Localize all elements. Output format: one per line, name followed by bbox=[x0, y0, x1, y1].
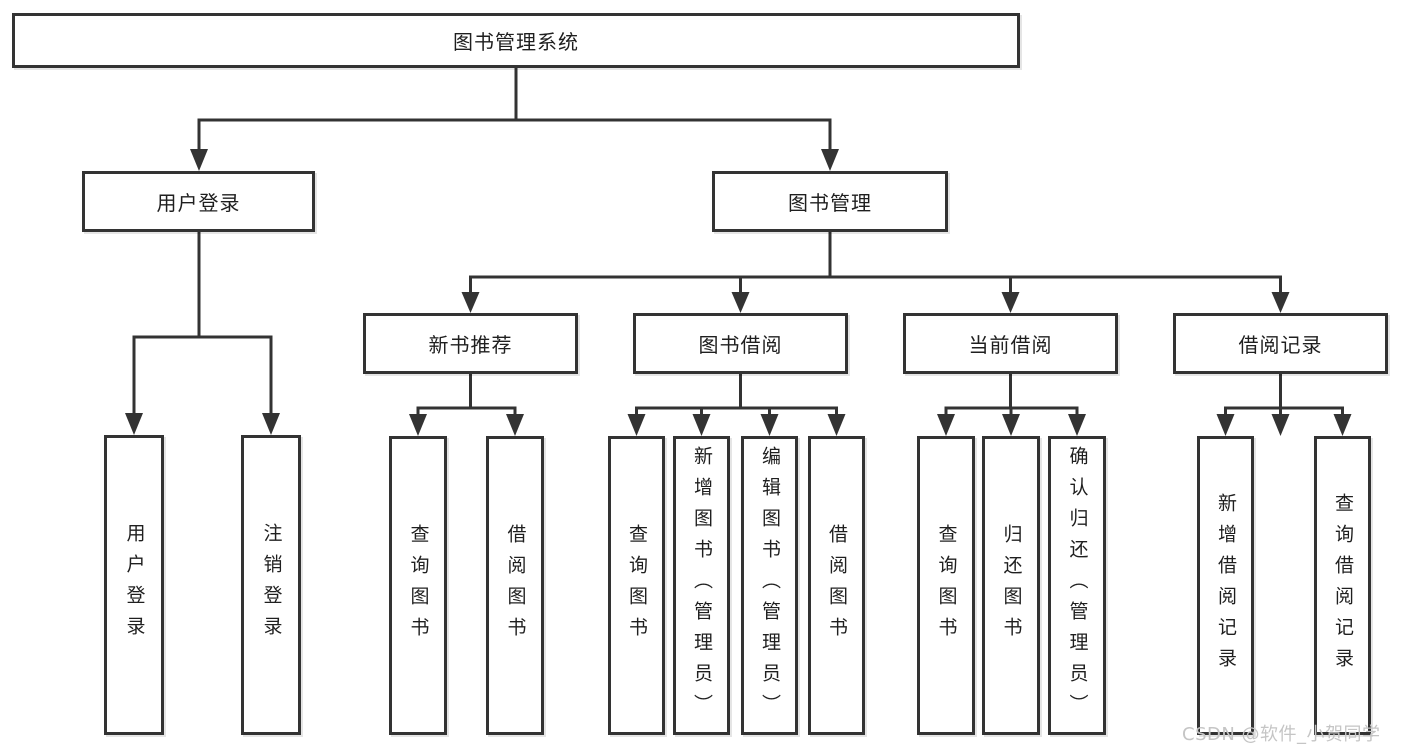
leaf-bb-add-books-admin: 新增图书（管理员） bbox=[673, 436, 730, 735]
leaf-label: 编辑图书（管理员） bbox=[759, 446, 781, 725]
node-book-mgmt: 图书管理 bbox=[712, 171, 948, 232]
node-label: 图书借阅 bbox=[698, 333, 783, 357]
node-root: 图书管理系统 bbox=[12, 13, 1020, 68]
leaf-bb-edit-books-admin: 编辑图书（管理员） bbox=[741, 436, 798, 735]
node-label: 新书推荐 bbox=[428, 333, 513, 357]
leaf-nbr-borrow-books: 借阅图书 bbox=[486, 436, 544, 735]
node-label: 图书管理系统 bbox=[453, 30, 579, 54]
leaf-nbr-query-books: 查询图书 bbox=[389, 436, 447, 735]
leaf-label: 借阅图书 bbox=[504, 523, 527, 648]
leaf-label: 注销登录 bbox=[260, 523, 283, 647]
leaf-label: 查询图书 bbox=[407, 523, 430, 648]
leaf-bb-borrow-books: 借阅图书 bbox=[808, 436, 865, 735]
leaf-label: 查询图书 bbox=[626, 523, 648, 648]
leaf-bb-query-books: 查询图书 bbox=[608, 436, 665, 735]
leaf-cb-confirm-return-admin: 确认归还（管理员） bbox=[1048, 436, 1106, 735]
leaf-rec-add-record: 新增借阅记录 bbox=[1197, 436, 1254, 735]
node-label: 用户登录 bbox=[156, 191, 241, 215]
node-user-login: 用户登录 bbox=[82, 171, 315, 232]
leaf-user-login: 用户登录 bbox=[104, 435, 164, 735]
leaf-label: 查询图书 bbox=[935, 523, 958, 648]
leaf-label: 用户登录 bbox=[123, 523, 146, 647]
leaf-logout: 注销登录 bbox=[241, 435, 301, 735]
node-label: 借阅记录 bbox=[1238, 333, 1323, 357]
watermark: CSDN @软件_小贺同学 bbox=[1182, 724, 1381, 745]
node-new-book-rec: 新书推荐 bbox=[363, 313, 578, 374]
leaf-cb-return-books: 归还图书 bbox=[982, 436, 1040, 735]
node-label: 当前借阅 bbox=[968, 333, 1053, 357]
node-book-borrow: 图书借阅 bbox=[633, 313, 848, 374]
leaf-label: 新增图书（管理员） bbox=[691, 446, 713, 725]
leaf-cb-query-books: 查询图书 bbox=[917, 436, 975, 735]
leaf-rec-query-record: 查询借阅记录 bbox=[1314, 436, 1371, 735]
leaf-label: 新增借阅记录 bbox=[1215, 492, 1237, 679]
leaf-label: 归还图书 bbox=[1000, 523, 1023, 648]
node-label: 图书管理 bbox=[788, 191, 872, 215]
leaf-label: 确认归还（管理员） bbox=[1066, 446, 1089, 725]
leaf-label: 借阅图书 bbox=[826, 523, 848, 648]
node-borrow-records: 借阅记录 bbox=[1173, 313, 1388, 374]
leaf-label: 查询借阅记录 bbox=[1332, 492, 1354, 679]
node-current-borrow: 当前借阅 bbox=[903, 313, 1118, 374]
